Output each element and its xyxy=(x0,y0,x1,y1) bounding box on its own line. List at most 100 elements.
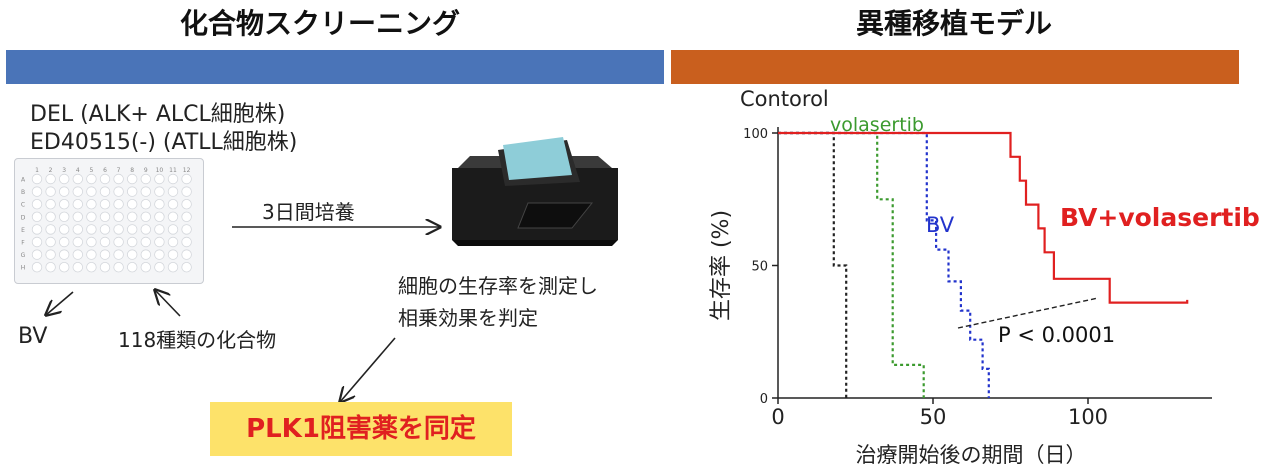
x-tick-label: 100 xyxy=(1068,405,1108,429)
plate-well xyxy=(72,211,84,223)
plate-well xyxy=(140,173,152,185)
plate-well xyxy=(140,211,152,223)
plate-well xyxy=(113,186,124,197)
plate-well xyxy=(126,186,138,197)
plate-well xyxy=(167,211,179,223)
cell-line-del: DEL (ALK+ ALCL細胞株) xyxy=(30,102,286,127)
series-line-bv-volasertib xyxy=(778,131,1189,304)
y-tick-label: 100 xyxy=(743,127,768,142)
series-line-volasertib xyxy=(778,131,925,398)
result-box: PLK1阻害薬を同定 xyxy=(210,402,512,456)
plate-well xyxy=(113,249,124,260)
plate-well xyxy=(181,224,192,235)
plate-well xyxy=(99,186,111,197)
x-tick-label: 0 xyxy=(771,405,784,429)
culture-label: 3日間培養 xyxy=(262,200,355,224)
plate-column-label: 8 xyxy=(130,167,134,174)
plate-well xyxy=(167,186,179,197)
plate-well xyxy=(126,211,138,223)
plate-well xyxy=(140,199,152,210)
plate-column-label: 12 xyxy=(183,167,191,174)
y-axis-label: 生存率 (%) xyxy=(709,210,734,321)
plate-well xyxy=(154,224,165,235)
screening-title: 化合物スクリーニング xyxy=(180,7,461,40)
plate-well xyxy=(181,199,192,210)
plate-well xyxy=(113,211,124,223)
measure-label-2: 相乗効果を判定 xyxy=(398,306,538,330)
plate-well xyxy=(99,261,111,273)
plate-well xyxy=(59,236,70,248)
plate-well xyxy=(167,236,179,248)
plate-well xyxy=(126,261,138,273)
plate-row-label: D xyxy=(21,214,26,221)
plate-well xyxy=(86,186,97,197)
plate-well xyxy=(167,224,179,235)
plate-well xyxy=(59,249,70,260)
plate-row-label: A xyxy=(21,177,26,184)
plate-well xyxy=(59,224,70,235)
plate-column-label: 4 xyxy=(76,167,80,174)
plate-well xyxy=(154,173,165,185)
plate-well xyxy=(140,186,152,197)
plate-well xyxy=(86,173,97,185)
cell-line-ed40515: ED40515(-) (ATLL細胞株) xyxy=(30,130,298,155)
plate-column-label: 3 xyxy=(62,167,66,174)
plate-well xyxy=(45,261,56,273)
y-tick-label: 0 xyxy=(760,392,768,407)
plate-well xyxy=(181,261,192,273)
plate-well xyxy=(113,173,124,185)
plate-well xyxy=(126,224,138,235)
plate-well xyxy=(86,211,97,223)
plate-well xyxy=(113,224,124,235)
plate-column-label: 2 xyxy=(49,167,53,174)
plate-well xyxy=(86,199,97,210)
plate-well xyxy=(31,224,43,235)
plate-well xyxy=(59,173,70,185)
plate-well xyxy=(86,224,97,235)
plate-well xyxy=(99,173,111,185)
plate-well xyxy=(140,236,152,248)
plate-well xyxy=(72,186,84,197)
plate-well xyxy=(45,186,56,197)
plate-well xyxy=(181,249,192,260)
plate-well xyxy=(167,249,179,260)
plate-well xyxy=(72,249,84,260)
plate-well xyxy=(99,224,111,235)
series-label: BV xyxy=(926,213,955,237)
plate-well xyxy=(31,261,43,273)
compounds-label: 118種類の化合物 xyxy=(118,328,277,352)
plate-column-label: 9 xyxy=(144,167,148,174)
plate-column-label: 5 xyxy=(89,167,93,174)
plate-well xyxy=(31,236,43,248)
plate-well xyxy=(113,261,124,273)
xenograft-title: 異種移植モデル xyxy=(856,7,1053,40)
plate-well xyxy=(167,199,179,210)
plate-reader-icon xyxy=(452,137,618,246)
plate-well xyxy=(154,211,165,223)
plate-well xyxy=(154,236,165,248)
plate-well xyxy=(86,261,97,273)
plate-well xyxy=(140,249,152,260)
measure-label-1: 細胞の生存率を測定し xyxy=(398,274,598,298)
plate-column-label: 1 xyxy=(35,167,39,174)
plate-column-label: 10 xyxy=(156,167,164,174)
plate-row-label: H xyxy=(21,265,26,272)
plate-well xyxy=(86,249,97,260)
plate-well xyxy=(31,186,43,197)
series-label: Contorol xyxy=(740,87,829,111)
plate-well xyxy=(181,211,192,223)
plate-column-label: 11 xyxy=(169,167,177,174)
plate-well xyxy=(72,261,84,273)
plate-row-label: F xyxy=(21,240,25,247)
plate-well xyxy=(167,173,179,185)
plate-well xyxy=(154,186,165,197)
plate-column-label: 7 xyxy=(117,167,121,174)
plate-well xyxy=(126,173,138,185)
plate-well xyxy=(126,199,138,210)
plate-well xyxy=(72,236,84,248)
plate-well xyxy=(59,199,70,210)
plate-row-label: G xyxy=(21,252,26,259)
